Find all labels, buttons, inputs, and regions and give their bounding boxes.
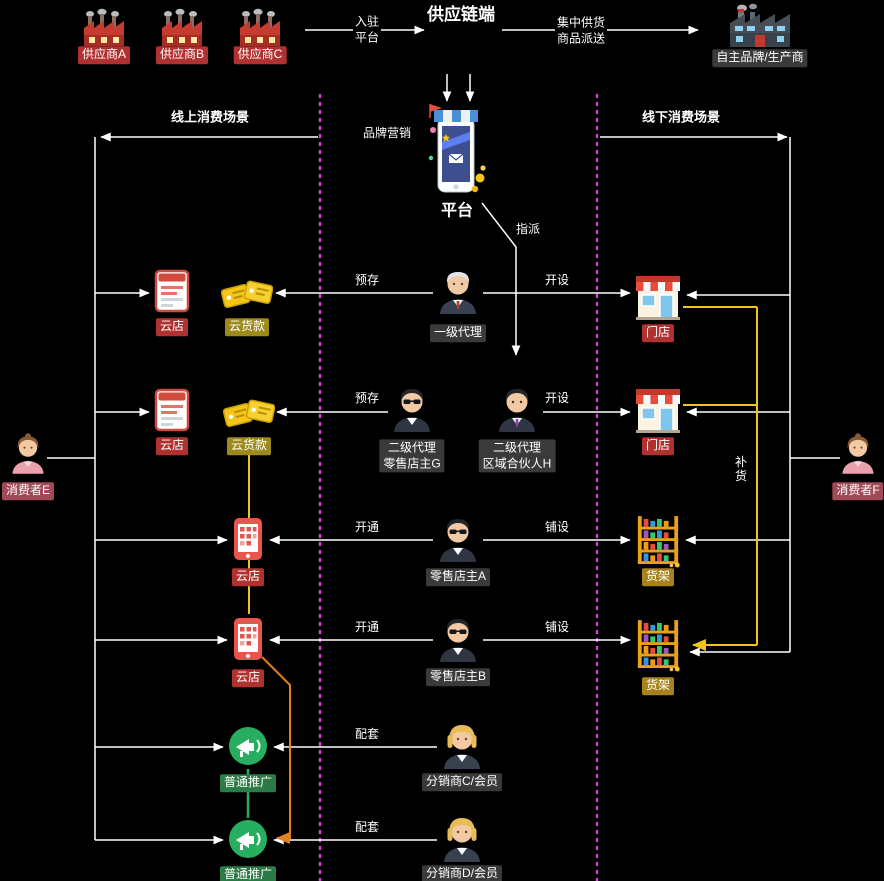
smartphone-platform-icon — [422, 100, 490, 200]
central-supply-label: 集中供货 商品派送 — [554, 15, 608, 47]
edge-label-support-2: 配套 — [352, 820, 382, 836]
cloud-store-card-icon — [154, 269, 190, 313]
storefront-icon — [634, 387, 682, 433]
factory-icon — [238, 8, 282, 48]
supplier-b-label: 供应商B — [155, 46, 209, 64]
retail-owner-a-icon — [435, 512, 481, 562]
level1-agent-icon — [435, 264, 481, 314]
promotion-label: 普通推广 — [219, 866, 277, 881]
distributor-c-label: 分销商C/会员 — [421, 773, 503, 791]
consumer-e-icon — [8, 430, 48, 474]
white-flow-lines — [47, 25, 840, 845]
distributor-c-icon — [439, 719, 485, 769]
cloud-store-phone-icon — [231, 616, 265, 662]
cloud-store-label: 云店 — [231, 669, 265, 687]
level2-agent-h-icon — [494, 382, 540, 432]
retail-owner-b-label: 零售店主B — [425, 668, 491, 686]
edge-label-open-1: 开设 — [542, 273, 572, 289]
cloud-payment-tags-icon — [223, 394, 275, 434]
promotion-orange-link — [261, 656, 291, 844]
shelf-label: 货架 — [641, 568, 675, 586]
storefront-icon — [634, 274, 682, 320]
manufacturer-label: 自主品牌/生产商 — [712, 49, 808, 67]
factory-icon — [82, 8, 126, 48]
cloud-payment-label: 云货款 — [224, 318, 270, 336]
megaphone-promotion-icon — [228, 819, 268, 859]
retail-owner-a-label: 零售店主A — [425, 568, 491, 586]
edge-label-predeposit-1: 预存 — [352, 273, 382, 289]
edge-label-open-2: 开设 — [542, 391, 572, 407]
edge-label-activate-1: 开通 — [352, 520, 382, 536]
edge-label-restock: 补货 — [734, 455, 747, 483]
cloud-store-label: 云店 — [231, 568, 265, 586]
retail-owner-b-icon — [435, 612, 481, 662]
consumer-e-label: 消费者E — [1, 482, 55, 500]
level2-agent-h-label: 二级代理 区域合伙人H — [478, 439, 556, 473]
edge-label-deploy-1: 铺设 — [542, 520, 572, 536]
manufacturer-factory-icon — [728, 3, 792, 49]
restock-yellow-lines — [248, 306, 758, 651]
offline-scene-header: 线下消费场景 — [641, 109, 721, 125]
level2-agent-g-icon — [389, 382, 435, 432]
assign-label: 指派 — [515, 222, 541, 237]
store-label: 门店 — [641, 437, 675, 455]
supplier-c-label: 供应商C — [233, 46, 287, 64]
edge-label-deploy-2: 铺设 — [542, 620, 572, 636]
scene-divider-dashed-lines — [318, 93, 599, 881]
brand-marketing-label: 品牌营销 — [362, 126, 412, 141]
megaphone-promotion-icon — [228, 726, 268, 766]
cloud-payment-label: 云货款 — [226, 437, 272, 455]
factory-icon — [160, 8, 204, 48]
promotion-label: 普通推广 — [219, 774, 277, 792]
level1-agent-label: 一级代理 — [429, 324, 487, 342]
level2-agent-g-label: 二级代理 零售店主G — [379, 439, 445, 473]
cloud-store-phone-icon — [231, 516, 265, 562]
supplier-a-label: 供应商A — [77, 46, 131, 64]
consumer-f-label: 消费者F — [832, 482, 884, 500]
edge-label-support-1: 配套 — [352, 727, 382, 743]
shelf-icon — [635, 514, 681, 568]
supply-chain-title: 供应链端 — [427, 4, 495, 24]
shelf-icon — [635, 618, 681, 672]
consumer-f-icon — [838, 430, 878, 474]
cloud-store-label: 云店 — [155, 318, 189, 336]
store-label: 门店 — [641, 324, 675, 342]
cloud-store-card-icon — [154, 388, 190, 432]
edge-label-predeposit-2: 预存 — [352, 391, 382, 407]
shelf-label: 货架 — [641, 677, 675, 695]
distributor-d-label: 分销商D/会员 — [421, 865, 503, 881]
cloud-payment-tags-icon — [221, 275, 273, 315]
distributor-d-icon — [439, 812, 485, 862]
cloud-store-label: 云店 — [155, 437, 189, 455]
platform-label: 平台 — [440, 202, 474, 220]
edge-label-activate-2: 开通 — [352, 620, 382, 636]
online-scene-header: 线上消费场景 — [170, 109, 250, 125]
join-platform-label: 入驻 平台 — [352, 14, 382, 46]
